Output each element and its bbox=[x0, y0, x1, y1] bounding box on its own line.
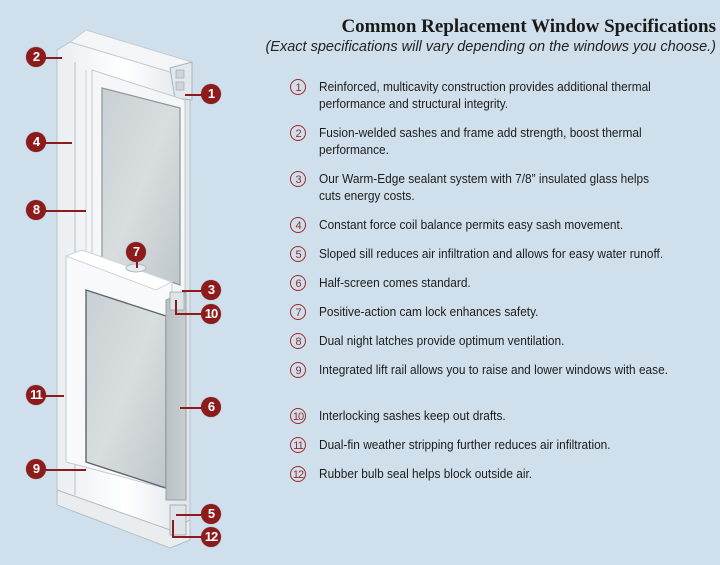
leader-line-4 bbox=[44, 142, 72, 144]
spec-number-icon: 7 bbox=[290, 304, 306, 320]
leader-line-12 bbox=[172, 536, 202, 538]
leader-line-7 bbox=[136, 262, 138, 268]
callout-badge-10: 10 bbox=[201, 304, 221, 324]
spec-number-icon: 8 bbox=[290, 333, 306, 349]
spec-number-icon: 10 bbox=[290, 408, 306, 424]
spec-text: Rubber bulb seal helps block outside air… bbox=[319, 466, 533, 481]
leader-line-10-v bbox=[175, 300, 177, 314]
spec-item-10: 10 Interlocking sashes keep out drafts. bbox=[290, 407, 710, 424]
spec-item-8: 8 Dual night latches provide optimum ven… bbox=[290, 332, 710, 349]
spec-number-icon: 9 bbox=[290, 362, 306, 378]
callout-badge-8: 8 bbox=[26, 200, 46, 220]
callout-badge-2: 2 bbox=[26, 47, 46, 67]
spec-item-7: 7 Positive-action cam lock enhances safe… bbox=[290, 303, 710, 320]
spec-text: Constant force coil balance permits easy… bbox=[319, 217, 624, 232]
spec-number-icon: 1 bbox=[290, 79, 306, 95]
spec-text: Dual night latches provide optimum venti… bbox=[319, 333, 565, 348]
spec-text: Integrated lift rail allows you to raise… bbox=[319, 362, 668, 377]
callout-badge-11: 11 bbox=[26, 385, 46, 405]
leader-line-11 bbox=[44, 395, 64, 397]
callout-badge-3: 3 bbox=[201, 280, 221, 300]
spec-text: Positive-action cam lock enhances safety… bbox=[319, 304, 539, 319]
leader-line-2 bbox=[44, 57, 62, 59]
spec-item-3: 3 Our Warm-Edge sealant system with 7/8”… bbox=[290, 170, 710, 204]
spec-item-5: 5 Sloped sill reduces air infiltration a… bbox=[290, 245, 710, 262]
leader-line-10 bbox=[175, 313, 205, 315]
spec-number-icon: 6 bbox=[290, 275, 306, 291]
leader-line-12-v bbox=[172, 520, 174, 537]
callout-badge-4: 4 bbox=[26, 132, 46, 152]
leader-line-6 bbox=[180, 407, 202, 409]
spec-item-6: 6 Half-screen comes standard. bbox=[290, 274, 710, 291]
spec-text: Dual-fin weather stripping further reduc… bbox=[319, 437, 611, 452]
spec-number-icon: 12 bbox=[290, 466, 306, 482]
spec-number-icon: 11 bbox=[290, 437, 306, 453]
page-subtitle: (Exact specifications will vary dependin… bbox=[265, 39, 716, 55]
spec-number-icon: 5 bbox=[290, 246, 306, 262]
spec-number-icon: 2 bbox=[290, 125, 306, 141]
spec-item-4: 4 Constant force coil balance permits ea… bbox=[290, 216, 710, 233]
leader-line-9 bbox=[44, 469, 86, 471]
page-title: Common Replacement Window Specifications bbox=[341, 16, 716, 37]
lower-glass bbox=[85, 289, 167, 489]
spec-text: Fusion-welded sashes and frame add stren… bbox=[319, 125, 642, 157]
spec-item-11: 11 Dual-fin weather stripping further re… bbox=[290, 436, 710, 453]
spec-number-icon: 3 bbox=[290, 171, 306, 187]
upper-glass bbox=[101, 87, 181, 286]
spec-text: Sloped sill reduces air infiltration and… bbox=[319, 246, 664, 261]
leader-line-8 bbox=[44, 210, 86, 212]
leader-line-3 bbox=[182, 290, 204, 292]
callout-badge-12: 12 bbox=[201, 527, 221, 547]
callout-badge-1: 1 bbox=[201, 84, 221, 104]
spec-item-2: 2 Fusion-welded sashes and frame add str… bbox=[290, 124, 710, 158]
spec-item-9: 9 Integrated lift rail allows you to rai… bbox=[290, 361, 710, 378]
leader-line-5 bbox=[176, 514, 203, 516]
callout-badge-7: 7 bbox=[126, 242, 146, 262]
spec-item-1: 1 Reinforced, multicavity construction p… bbox=[290, 78, 710, 112]
half-screen bbox=[165, 291, 187, 501]
spec-text: Half-screen comes standard. bbox=[319, 275, 471, 290]
spec-item-12: 12 Rubber bulb seal helps block outside … bbox=[290, 465, 710, 482]
window-illustration bbox=[56, 29, 193, 549]
callout-badge-9: 9 bbox=[26, 459, 46, 479]
spec-text: Our Warm-Edge sealant system with 7/8” i… bbox=[319, 171, 650, 203]
spec-text: Interlocking sashes keep out drafts. bbox=[319, 408, 506, 423]
spec-text: Reinforced, multicavity construction pro… bbox=[319, 79, 651, 111]
spec-number-icon: 4 bbox=[290, 217, 306, 233]
callout-badge-5: 5 bbox=[201, 504, 221, 524]
leader-line-1 bbox=[185, 94, 205, 96]
callout-badge-6: 6 bbox=[201, 397, 221, 417]
